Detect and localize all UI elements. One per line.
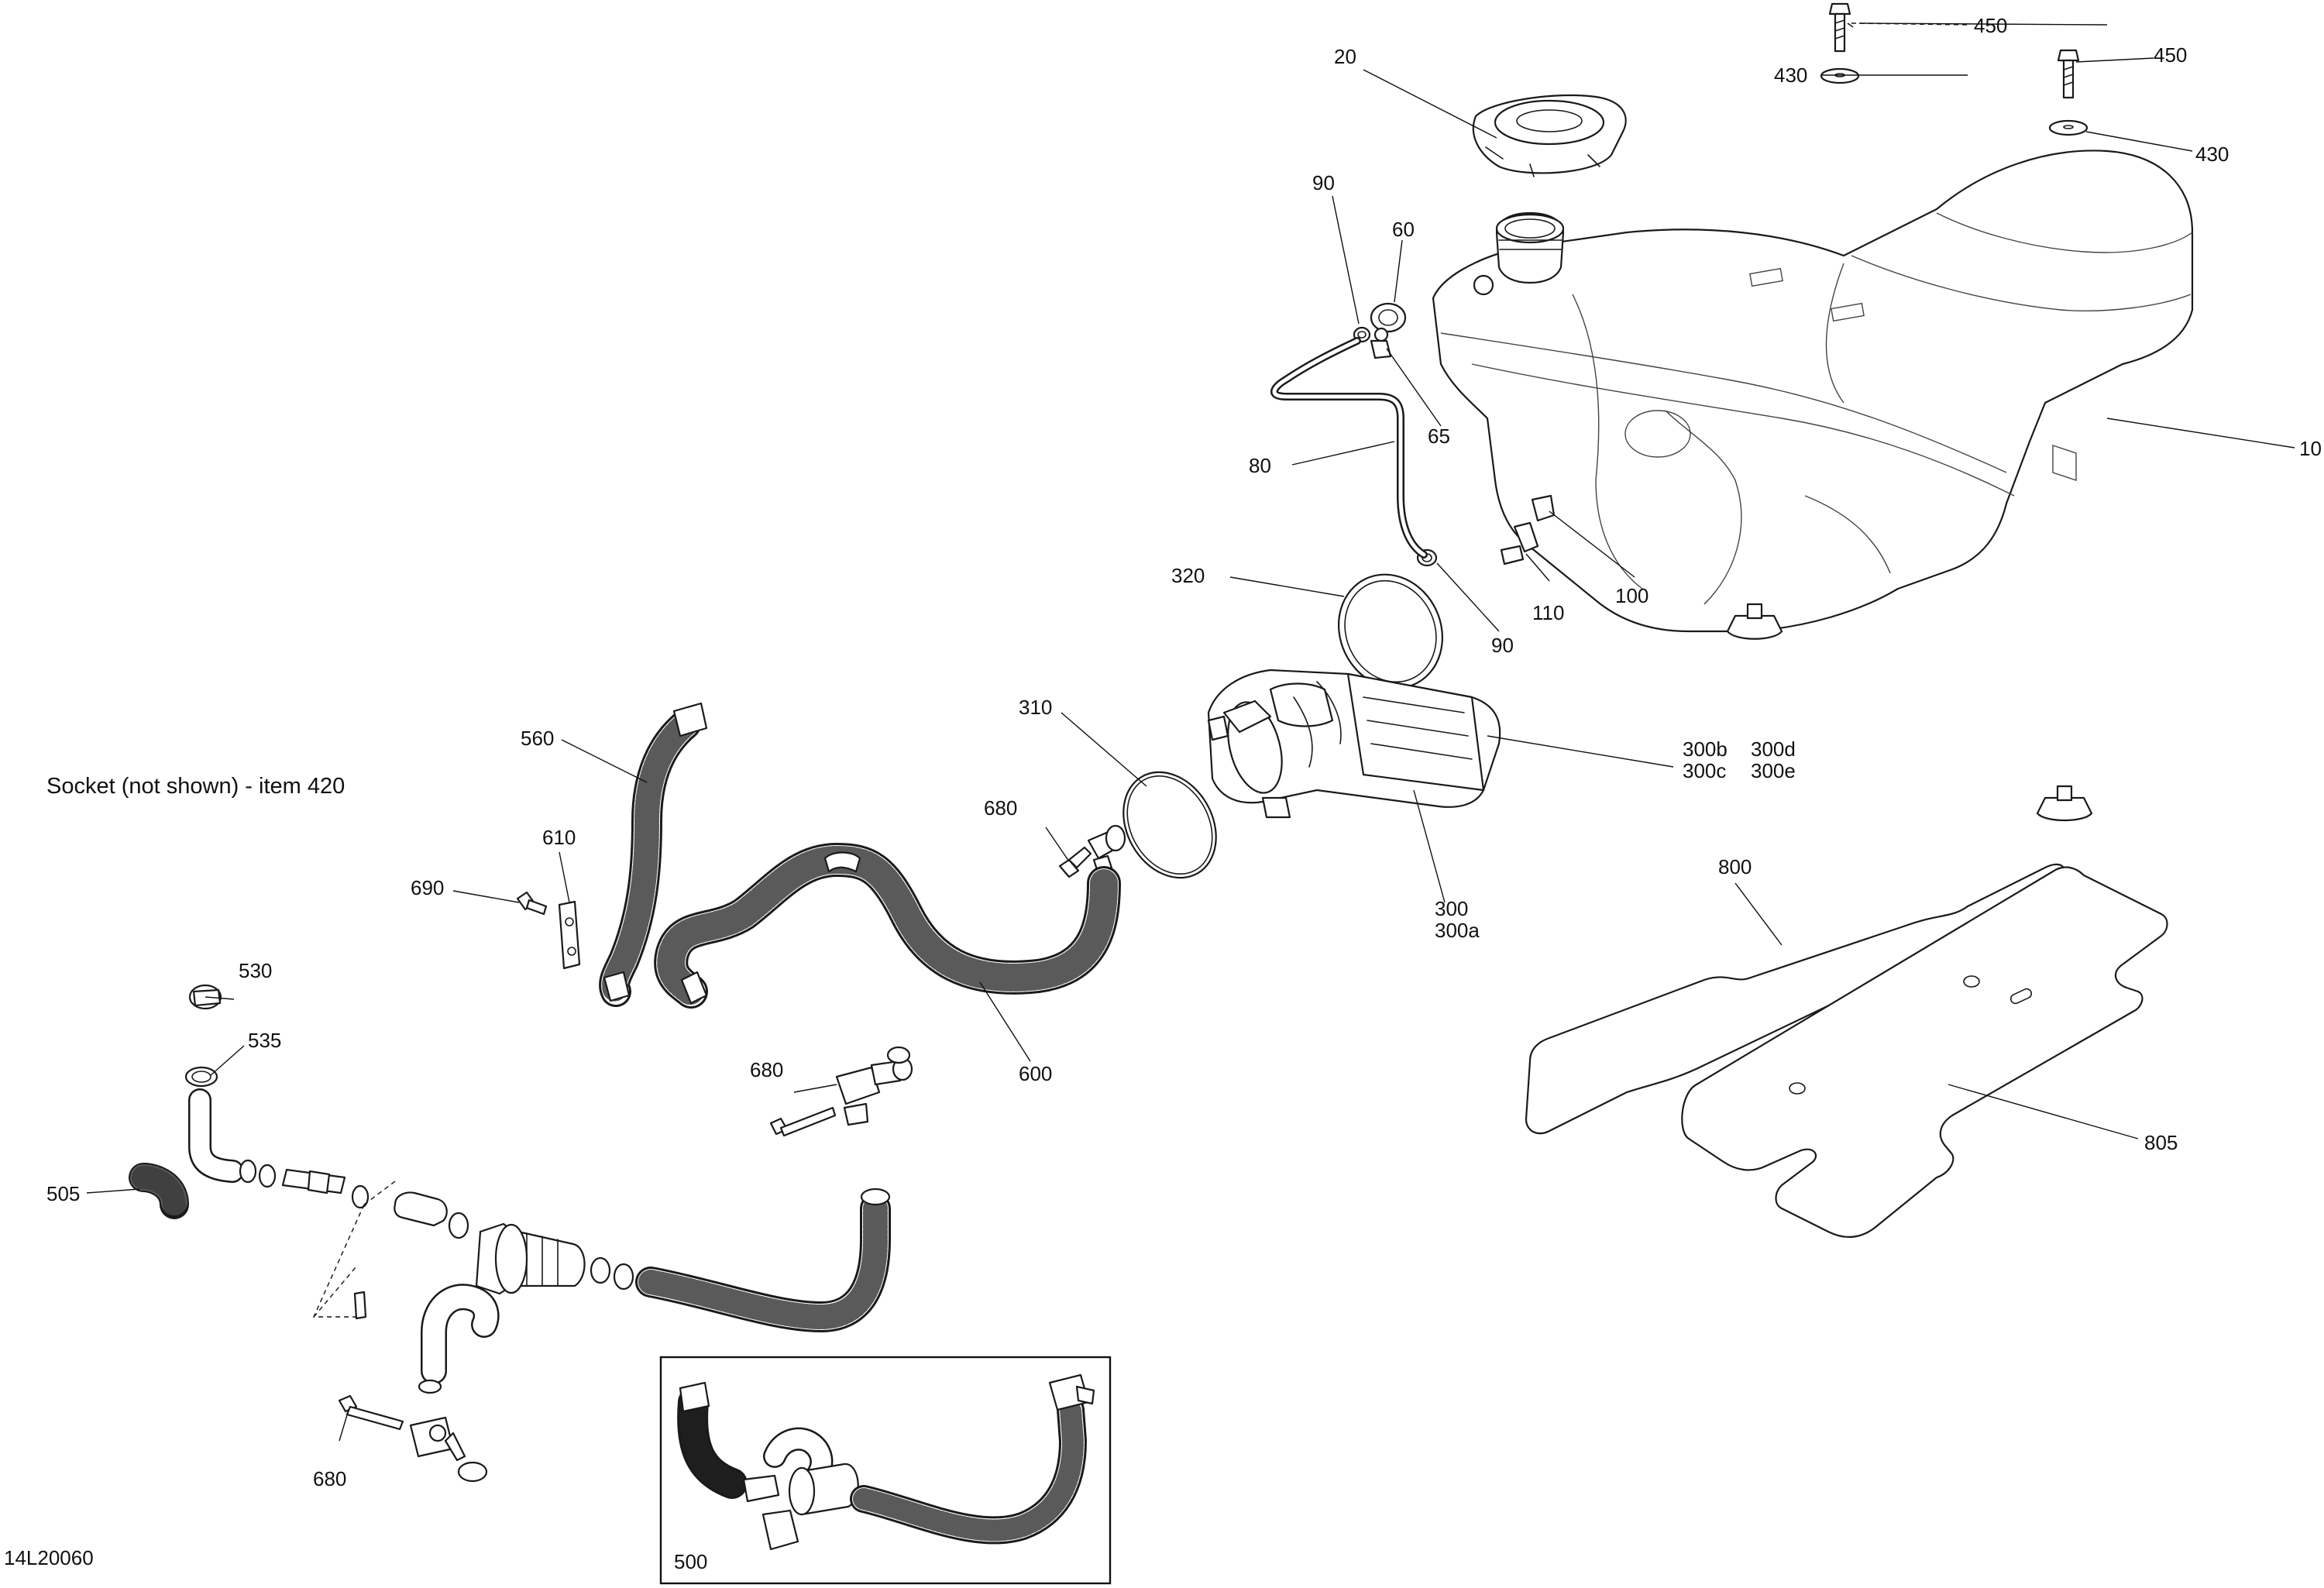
callout-80: 80	[1249, 454, 1271, 477]
callout-100: 100	[1615, 584, 1648, 607]
fitting-65	[1370, 327, 1392, 359]
callout-20: 20	[1334, 45, 1356, 68]
inset-assembly	[677, 1373, 1095, 1551]
callout-300a: 300a	[1435, 919, 1480, 942]
grommet-right	[2036, 785, 2093, 822]
callout-800: 800	[1718, 855, 1752, 878]
screw-680-lower	[338, 1394, 404, 1431]
clamp-535	[184, 1066, 218, 1088]
callout-320: 320	[1171, 564, 1205, 587]
fuel-cap	[1472, 94, 1627, 177]
fuel-hose-600	[654, 843, 1121, 1009]
hose-clamps-lower	[239, 1159, 634, 1291]
fitting-lower	[409, 1416, 466, 1462]
elbow-hose-lower	[421, 1284, 500, 1384]
gasket-ring-310	[1122, 771, 1217, 879]
callout-560: 560	[521, 727, 554, 750]
gasket-ring-320	[1338, 573, 1443, 689]
callout-300b: 300b	[1683, 737, 1728, 761]
clip-upper-right	[843, 1102, 869, 1126]
inset-label-500: 500	[674, 1550, 707, 1573]
oring-lower	[457, 1461, 488, 1483]
oring-upper-right	[886, 1046, 911, 1064]
callout-610: 610	[542, 826, 576, 849]
drawing-id: 14L20060	[4, 1546, 94, 1569]
callout-530: 530	[239, 959, 272, 982]
screw-450-right	[2057, 49, 2080, 99]
vent-valve-60	[1370, 302, 1407, 333]
callout-300: 300	[1435, 897, 1468, 920]
callout-430-right: 430	[2195, 143, 2229, 166]
dashed-assembly-box	[312, 1181, 396, 1318]
fuel-hose-560	[599, 702, 708, 1007]
screw-680-upper	[1058, 846, 1092, 878]
connector-110	[1500, 521, 1539, 565]
elbow-hose	[188, 1088, 244, 1183]
hose-505	[129, 1163, 189, 1219]
fuel-tank	[1432, 150, 2194, 640]
washer-430-right	[2048, 119, 2089, 136]
screw-450-top	[1828, 2, 1851, 53]
heat-shield-805	[1681, 866, 2168, 1239]
callout-600: 600	[1019, 1062, 1052, 1085]
fuel-pump-module-300	[1207, 669, 1501, 819]
callout-60: 60	[1392, 218, 1415, 241]
callout-680-mid: 680	[750, 1058, 783, 1081]
bracket-610	[558, 900, 581, 970]
leader-lines	[86, 22, 2295, 1442]
socket-note: Socket (not shown) - item 420	[46, 774, 345, 799]
callout-90-bottom: 90	[1491, 634, 1514, 657]
callout-450-right: 450	[2154, 43, 2187, 67]
callout-90-top: 90	[1312, 171, 1335, 194]
callout-450-top: 450	[1974, 14, 2007, 37]
callout-430-top: 430	[1774, 64, 1807, 87]
callout-805: 805	[2144, 1131, 2178, 1154]
connector-t	[353, 1291, 367, 1320]
clamp-lower	[418, 1379, 442, 1394]
callout-10: 10	[2299, 437, 2322, 460]
callout-300c: 300c	[1683, 759, 1726, 782]
callout-535: 535	[248, 1029, 281, 1052]
hose-section	[394, 1191, 448, 1227]
vent-tube-80	[1270, 337, 1428, 559]
connector-upper-right	[835, 1057, 913, 1105]
callout-680-lower: 680	[313, 1467, 346, 1490]
washer-430-top	[1820, 67, 1860, 84]
callout-65: 65	[1428, 424, 1450, 448]
callout-680-upper: 680	[984, 796, 1017, 820]
inset-frame	[659, 1356, 1112, 1585]
screw-680-mid	[769, 1106, 837, 1137]
elbow-connector-600	[1087, 824, 1126, 881]
callout-310: 310	[1019, 696, 1052, 719]
callout-300e: 300e	[1751, 759, 1796, 782]
callouts: 10 20 450 430 450 430 90 60 65 80 100 11…	[46, 14, 2322, 1490]
screw-690	[516, 891, 548, 916]
long-hose	[635, 1188, 891, 1332]
callout-110: 110	[1532, 601, 1564, 624]
callout-300d: 300d	[1751, 737, 1796, 761]
fuel-filter	[475, 1222, 586, 1295]
callout-505: 505	[46, 1182, 80, 1205]
callout-690: 690	[411, 876, 444, 899]
